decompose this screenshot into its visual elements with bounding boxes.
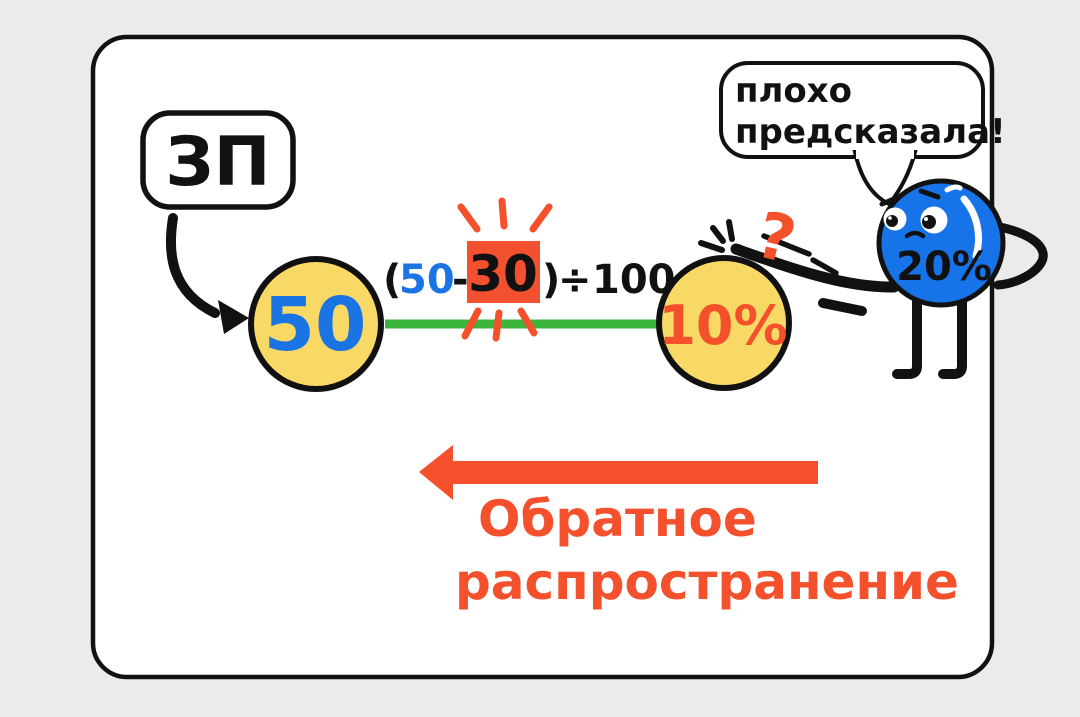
backprop-arrow xyxy=(419,445,818,500)
input-node-circle xyxy=(248,256,384,392)
loss-box-label: ЗП xyxy=(165,123,270,202)
output-node-value: 10% xyxy=(658,294,787,357)
ball-hip-arm xyxy=(993,222,1048,290)
impact-sparks xyxy=(698,219,735,253)
formula-open-paren: ( xyxy=(383,257,401,303)
ball-slapping-arm xyxy=(730,243,900,293)
loss-box: ЗП xyxy=(140,110,296,210)
ball-mouth xyxy=(904,230,926,239)
ball-shine xyxy=(960,195,982,260)
loss-box-frame xyxy=(140,110,296,210)
formula-highlight-box xyxy=(467,241,540,303)
speech-bubble-tail xyxy=(852,150,918,207)
speech-bubble-frame xyxy=(719,61,985,159)
formula-divisor: 100 xyxy=(592,257,676,303)
speech-bubble-tail-patch xyxy=(856,147,914,159)
ball-left-leg xyxy=(892,295,922,379)
ball-right-leg xyxy=(938,293,967,379)
ball-hand xyxy=(818,298,867,316)
target-ball-value: 20% xyxy=(896,244,992,290)
emphasis-dash xyxy=(457,203,481,233)
output-node-circle xyxy=(656,255,792,391)
motion-line xyxy=(810,257,839,276)
loss-arrow xyxy=(165,213,249,334)
formula-close-paren: ) xyxy=(542,257,560,303)
loss-arrow-head xyxy=(218,300,249,334)
highlight-emphasis-dashes xyxy=(457,197,553,342)
ball-left-brow xyxy=(879,194,902,207)
ball-right-brow xyxy=(918,188,941,200)
backprop-group: Обратное распространение xyxy=(419,445,959,611)
formula-subtrahend: 30 xyxy=(468,245,538,303)
spark-line xyxy=(698,240,725,253)
formula-minus: - xyxy=(452,257,469,303)
backprop-label-line1: Обратное xyxy=(478,490,757,548)
motion-line xyxy=(761,233,812,257)
input-node: 50 xyxy=(248,256,384,392)
spark-line xyxy=(726,219,735,242)
ball-shine-dot xyxy=(944,184,963,193)
loss-arrow-shaft xyxy=(165,213,220,318)
ball-right-pupil xyxy=(922,215,936,229)
slap-motion-lines xyxy=(761,233,839,276)
ball-left-glint xyxy=(888,216,892,220)
emphasis-dash xyxy=(517,307,538,337)
speech-bubble-line1: плохо xyxy=(735,71,852,111)
speech-bubble: плохо предсказала! xyxy=(719,61,1006,207)
emphasis-dash xyxy=(529,203,553,233)
output-node: 10% xyxy=(656,255,792,391)
loss-formula: ( 50 - 30 ) ÷ 100 xyxy=(383,197,676,342)
formula-minuend: 50 xyxy=(399,257,455,303)
emphasis-dash xyxy=(492,309,503,342)
ball-left-pupil xyxy=(886,215,898,227)
ball-right-glint xyxy=(924,217,928,221)
emphasis-dash xyxy=(498,197,508,230)
formula-divide-sign: ÷ xyxy=(558,257,592,303)
input-node-value: 50 xyxy=(264,282,367,368)
speech-bubble-line2: предсказала! xyxy=(735,112,1006,152)
backprop-label-line2: распространение xyxy=(455,553,959,611)
spark-line xyxy=(710,225,726,244)
card xyxy=(90,34,995,680)
target-ball-character: 20% xyxy=(876,178,1048,379)
emphasis-dash xyxy=(461,307,482,340)
